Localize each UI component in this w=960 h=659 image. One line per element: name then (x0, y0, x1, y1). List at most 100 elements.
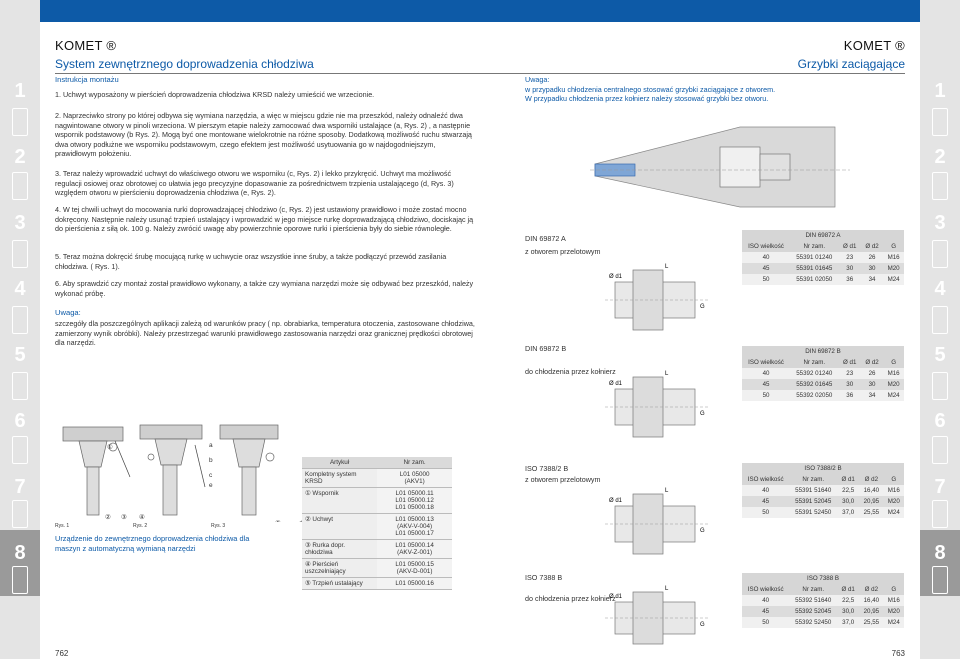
fig-label-2: Rys. 2 (133, 523, 148, 529)
dim-d1: Ø d1 (609, 498, 623, 504)
section-number-8-active[interactable]: 8 (934, 542, 946, 564)
product-desc-4: do chłodzenia przez kołnierz (525, 594, 616, 603)
section-number-4[interactable]: 4 (934, 278, 946, 300)
table-row: ③ Rurka dopr. chłodziwa L01 05000.14(AKV… (302, 539, 452, 559)
tool-holder-icon (932, 172, 948, 200)
dim-l: L (665, 586, 669, 592)
brand-logo-text: KOMET ® (843, 38, 905, 53)
header-divider (480, 73, 905, 74)
callout-4: ④ (139, 513, 145, 521)
tool-holder-icon (932, 306, 948, 334)
tool-holder-icon (932, 566, 948, 594)
table-title: DIN 69872 B (742, 346, 904, 357)
table-row: ① Wspornik L01 05000.11 L01 05000.12 L01… (302, 487, 452, 514)
tool-holder-icon (12, 306, 28, 334)
dim-g: G (700, 411, 705, 417)
tool-holder-icon (12, 566, 28, 594)
callout-1: ① (107, 443, 113, 451)
page-title: Grzybki zaciągające (797, 57, 905, 71)
table-title: ISO 7388/2 B (742, 463, 904, 474)
figure-caption: Urządzenie do zewnętrznego doprowadzenia… (55, 534, 250, 553)
section-number-8-active[interactable]: 8 (14, 542, 26, 564)
note-heading: Uwaga: (525, 75, 550, 84)
table-row: ④ Pierścień uszczelniający L01 05000.15(… (302, 558, 452, 578)
section-number-3[interactable]: 3 (934, 212, 946, 234)
section-number-6[interactable]: 6 (14, 410, 26, 432)
dim-g: G (700, 304, 705, 310)
pull-stud-assembly-drawing (590, 126, 850, 208)
pull-stud-drawing-1: Ø d1 L G (605, 264, 710, 331)
product-desc-1: z otworem przelotowym (525, 247, 601, 256)
section-number-1[interactable]: 1 (934, 80, 946, 102)
product-name-3: ISO 7388/2 B (525, 464, 569, 473)
tool-holder-icon (12, 372, 28, 400)
left-section-sidebar: 1 2 3 4 5 6 7 8 (0, 0, 40, 659)
dim-l: L (665, 488, 669, 494)
dim-l: L (665, 371, 669, 377)
table-title: DIN 69872 A (742, 230, 904, 241)
tool-holder-icon (12, 172, 28, 200)
product-desc-3: z otworem przelotowym (525, 475, 601, 484)
section-number-7[interactable]: 7 (14, 476, 26, 498)
note-heading: Uwaga: (55, 308, 81, 317)
page-title: System zewnętrznego doprowadzenia chłodz… (55, 57, 314, 71)
section-number-6[interactable]: 6 (934, 410, 946, 432)
figure-1-drawing (62, 426, 131, 516)
right-section-sidebar: 1 2 3 4 5 6 7 8 (920, 0, 960, 659)
table-row: ② Uchwyt L01 05000.13(AKV-V-004) L01 050… (302, 513, 452, 540)
top-bar (40, 0, 920, 22)
product-name-4: ISO 7388 B (525, 573, 563, 582)
section-number-4[interactable]: 4 (14, 278, 26, 300)
figure-3-drawing (219, 424, 279, 516)
tool-holder-icon (932, 240, 948, 268)
page-number-left: 762 (55, 649, 69, 658)
callout-c: c (209, 472, 213, 479)
tool-holder-icon (932, 500, 948, 528)
section-number-5[interactable]: 5 (14, 344, 26, 366)
pull-stud-drawing-3: Ø d1 L G (605, 488, 710, 555)
header-divider (55, 73, 480, 74)
dim-l: L (665, 264, 669, 270)
fig-label-3: Rys. 3 (211, 523, 226, 529)
page-number-right: 763 (891, 649, 905, 658)
tool-holder-icon (932, 372, 948, 400)
section-number-3[interactable]: 3 (14, 212, 26, 234)
section-number-2[interactable]: 2 (14, 146, 26, 168)
table-title: ISO 7388 B (742, 573, 904, 584)
callout-e: e (209, 482, 213, 489)
note-text: szczegóły dla poszczególnych aplikacji z… (55, 319, 475, 348)
section-number-1[interactable]: 1 (14, 80, 26, 102)
step-3: 3. Teraz należy wprowadzić uchwyt do wła… (55, 169, 454, 198)
section-number-5[interactable]: 5 (934, 344, 946, 366)
callout-5: ⑤ (275, 519, 281, 522)
callout-a: a (209, 442, 213, 449)
tool-holder-icon (12, 240, 28, 268)
installation-figures: ① ② ③ ④ ⑤ a b c e d (62, 424, 303, 522)
tool-holder-icon (12, 500, 28, 528)
callout-3: ③ (121, 513, 127, 521)
section-number-7[interactable]: 7 (934, 476, 946, 498)
left-page: KOMET ® System zewnętrznego doprowadzeni… (40, 22, 480, 659)
figure-2-drawing (139, 424, 206, 516)
callout-d: d (299, 520, 303, 522)
step-6: 6. Aby sprawdzić czy montaż został prawi… (55, 279, 474, 298)
step-4: 4. W tej chwili uchwyt do mocowania rurk… (55, 205, 474, 234)
tool-holder-icon (932, 436, 948, 464)
section-number-2[interactable]: 2 (934, 146, 946, 168)
table-row: ⑤ Trzpień ustalający L01 05000.16 (302, 577, 452, 590)
callout-2: ② (105, 513, 111, 521)
dim-d1: Ø d1 (609, 274, 623, 280)
instructions-heading: Instrukcja montażu (55, 75, 119, 84)
pull-stud-drawing-4: Ø d1 L G (605, 586, 710, 645)
